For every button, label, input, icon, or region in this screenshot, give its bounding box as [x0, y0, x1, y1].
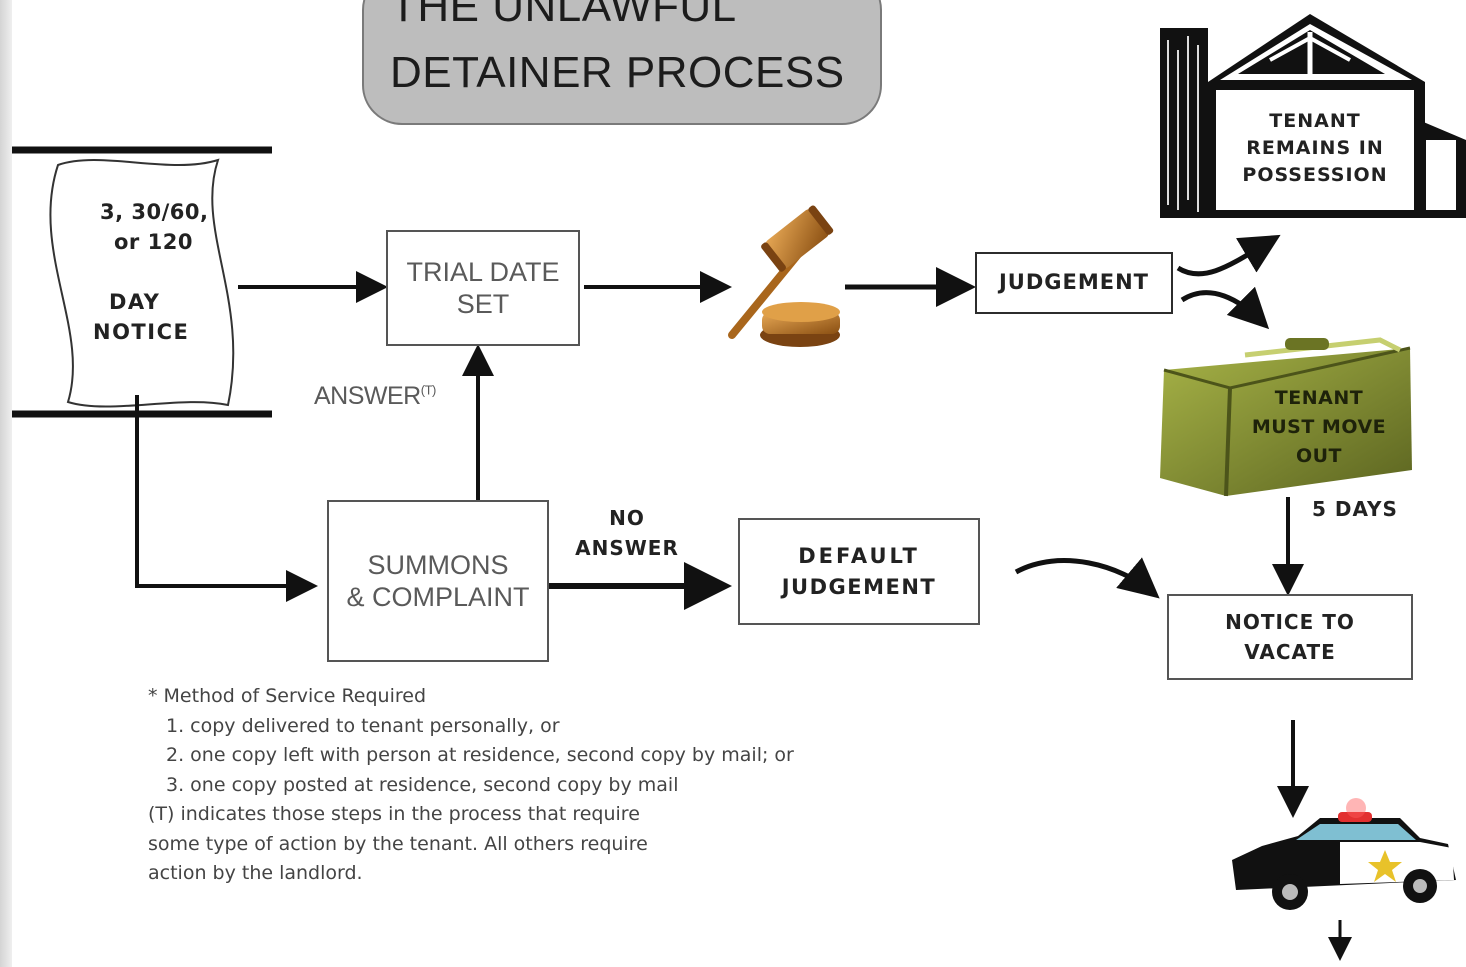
summons-box: SUMMONS & COMPLAINT [327, 500, 549, 662]
notice-text-2: or 120 [114, 230, 193, 254]
judgement-box: JUDGEMENT [975, 252, 1173, 314]
remains-line-1: TENANT [1269, 110, 1361, 132]
answer-label: ANSWER(T) [314, 382, 436, 411]
default-judgement-line-1: DEFAULT [798, 543, 920, 568]
answer-superscript: (T) [420, 382, 437, 398]
arrow-notice-to-summons [135, 395, 318, 602]
notice-to-vacate-line-1: NOTICE TO [1225, 610, 1355, 634]
police-car-icon [1232, 798, 1456, 910]
arrow-default-to-vacate [1014, 557, 1160, 599]
notice-text-3: DAY [109, 290, 161, 314]
footnote-heading: * Method of Service Required [148, 685, 427, 707]
move-out-text: TENANT MUST MOVE OUT [1234, 384, 1404, 471]
gavel-icon [728, 205, 840, 347]
move-out-line-1: TENANT [1274, 387, 1364, 409]
trial-date-box: TRIAL DATE SET [386, 230, 580, 346]
left-edge-bar [0, 0, 12, 967]
arrow-judgement-to-moveout [1180, 286, 1270, 330]
no-answer-line-1: NO [609, 506, 645, 530]
footnote-item-3: 3. one copy posted at residence, second … [166, 773, 679, 796]
arrow-judgement-to-remains [1176, 234, 1281, 277]
default-judgement-box: DEFAULT JUDGEMENT [738, 518, 980, 625]
footnote-note-2: some type of action by the tenant. All o… [148, 832, 648, 855]
suitcase-icon [1160, 337, 1412, 497]
remains-line-2: REMAINS IN [1246, 137, 1384, 159]
footnote-item-2: 2. one copy left with person at residenc… [166, 744, 794, 766]
notice-to-vacate-line-2: VACATE [1244, 640, 1336, 664]
notice-to-vacate-box: NOTICE TO VACATE [1167, 594, 1413, 680]
summons-line-2: & COMPLAINT [346, 582, 530, 612]
footnote-note-3: action by the landlord. [148, 862, 363, 884]
title-line-1: THE UNLAWFUL [390, 0, 737, 31]
title-banner: THE UNLAWFUL DETAINER PROCESS [362, 0, 882, 125]
notice-text-4: NOTICE [93, 320, 190, 344]
judgement-label: JUDGEMENT [998, 270, 1150, 295]
no-answer-label: NO ANSWER [572, 503, 682, 563]
move-out-line-3: OUT [1295, 445, 1343, 467]
footnote-note-1: (T) indicates those steps in the process… [148, 803, 640, 825]
default-judgement-line-2: JUDGEMENT [781, 574, 937, 599]
answer-text: ANSWER [314, 382, 421, 410]
title-line-2: DETAINER PROCESS [390, 48, 845, 97]
trial-date-line-1: TRIAL DATE [406, 256, 560, 287]
summons-line-1: SUMMONS [367, 549, 509, 580]
remains-box-text: TENANT REMAINS IN POSSESSION [1216, 108, 1414, 189]
remains-line-3: POSSESSION [1242, 164, 1388, 186]
footnote: * Method of Service Required 1. copy del… [148, 682, 794, 889]
trial-date-line-2: SET [456, 289, 510, 319]
no-answer-line-2: ANSWER [575, 536, 679, 560]
notice-scroll-shape [49, 158, 235, 408]
move-out-line-2: MUST MOVE [1251, 416, 1387, 438]
house-icon [1160, 14, 1466, 218]
five-days-label: 5 DAYS [1312, 497, 1398, 521]
footnote-item-1: 1. copy delivered to tenant personally, … [166, 714, 560, 737]
notice-text-1: 3, 30/60, [100, 200, 209, 224]
